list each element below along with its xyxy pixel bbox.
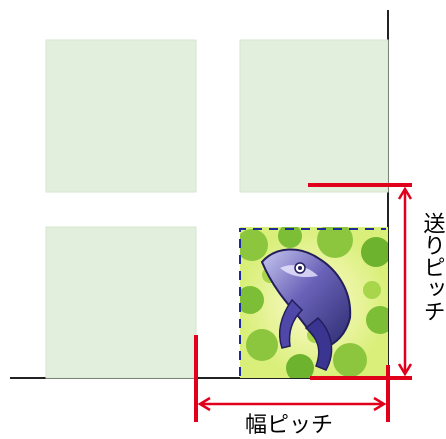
width-pitch-arrowhead-right: [373, 396, 387, 412]
die-cut-line: [239, 228, 386, 376]
feed-pitch-arrowhead-bottom: [397, 363, 413, 377]
feed-pitch-arrowhead-top: [397, 186, 413, 200]
label-square-bottom-left: [45, 226, 197, 379]
width-pitch-arrowhead-left: [197, 396, 211, 412]
width-pitch-label: 幅ピッチ: [245, 413, 333, 438]
frog-artwork-icon: [240, 227, 388, 378]
label-square-top-right: [239, 39, 389, 193]
label-square-top-left: [45, 39, 197, 193]
feed-pitch-label: 送りピッチ: [420, 212, 446, 322]
